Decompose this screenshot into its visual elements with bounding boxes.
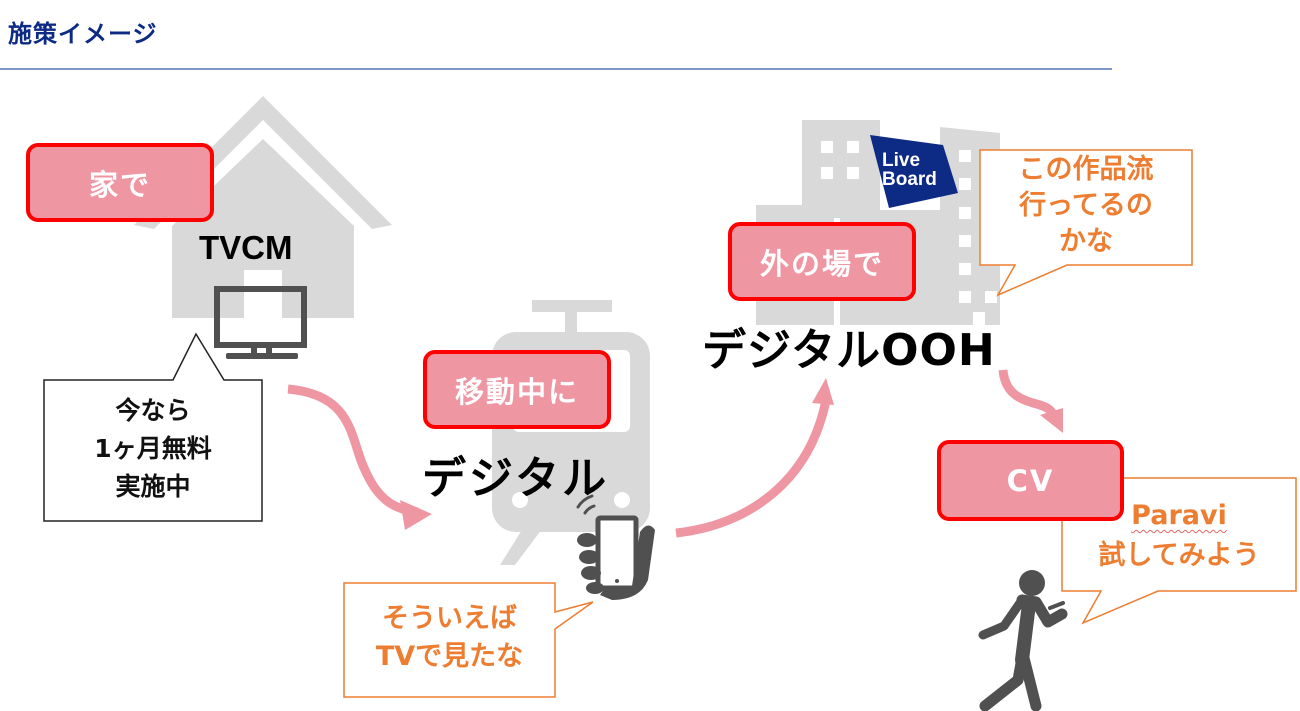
arrow-commute-to-outdoor (675, 399, 831, 538)
bubble-text-try: Paravi 試してみよう (1062, 496, 1296, 576)
tag-cv: CV (937, 440, 1124, 521)
arrow-commute-to-outdoor-head (812, 378, 834, 405)
bubble-line: 実施中 (115, 472, 191, 501)
bubble-line: 今なら (115, 396, 191, 425)
media-label-digital-ooh: デジタルOOH (702, 325, 996, 376)
paravi-brand: Paravi (1131, 500, 1227, 531)
tv-icon (214, 286, 307, 359)
flow-arrows (287, 369, 1063, 538)
bubble-text-trending: この作品流 行ってるの かな (980, 152, 1192, 260)
buildings-icon (756, 120, 1000, 325)
building-windows (821, 141, 997, 325)
bubble-line: 行ってるの (1019, 190, 1153, 221)
liveboard-logo (870, 135, 958, 208)
walking-person-icon (978, 570, 1068, 711)
bubble-line: 1ヶ月無料 (94, 434, 212, 463)
title-divider (0, 68, 1112, 70)
speech-bubble-trending (979, 149, 1193, 297)
bubble-line: かな (1059, 226, 1113, 257)
bubble-line: この作品流 (1018, 154, 1154, 185)
page-title: 施策イメージ (8, 20, 158, 48)
speech-bubble-remember (343, 582, 594, 698)
liveboard-logo-text: Live Board (882, 151, 937, 189)
media-label-digital: デジタル (422, 453, 610, 504)
smartphone-hand-icon (576, 494, 655, 600)
tag-at-home: 家で (26, 143, 214, 222)
bubble-text-remember: そういえば TVで見たな (344, 600, 555, 676)
speech-bubble-offer (43, 332, 263, 522)
bubble-line: そういえば (382, 603, 517, 634)
liveboard-logo-line-1: Live (882, 150, 921, 171)
arrow-outdoor-to-cv-head (1040, 408, 1063, 433)
arrow-outdoor-to-cv (998, 369, 1060, 422)
tag-outside: 外の場で (728, 222, 916, 301)
bubble-line: TVで見たな (375, 641, 524, 672)
arrow-home-to-commute (287, 384, 419, 517)
train-light-left (512, 492, 528, 508)
bubble-line: 試してみよう (1098, 540, 1260, 571)
bubble-text-offer: 今なら 1ヶ月無料 実施中 (44, 392, 262, 506)
arrow-home-to-commute-head (400, 500, 432, 530)
media-label-tvcm: TVCM (199, 229, 293, 266)
liveboard-logo-line-2: Board (882, 169, 937, 190)
train-light-right (614, 492, 630, 508)
tag-on-the-move: 移動中に (423, 350, 611, 429)
